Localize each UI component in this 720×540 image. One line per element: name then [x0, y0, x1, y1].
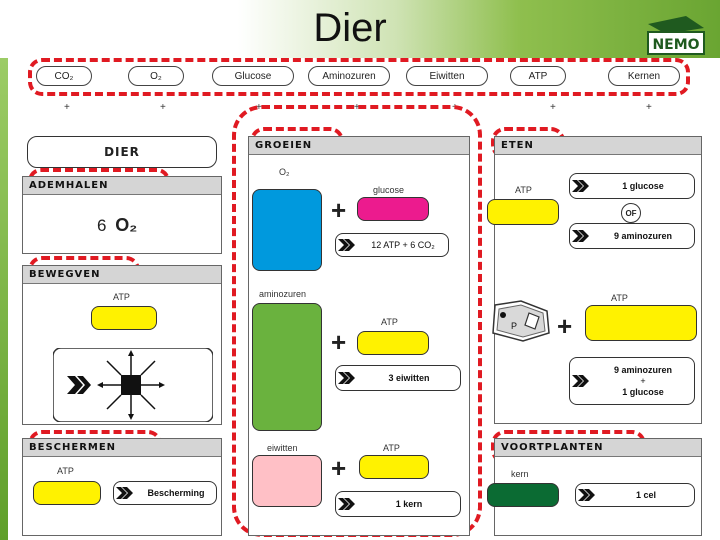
- voortplanten-kern-box: [487, 483, 559, 507]
- dier-box: DIER: [27, 136, 217, 168]
- arrow-icon: [570, 358, 592, 404]
- voortplanten-kern-label: kern: [511, 469, 529, 479]
- legend-pill: ATP: [510, 66, 566, 86]
- plus-icon: +: [331, 195, 347, 225]
- eten-combo-result: 9 aminozuren + 1 glucose: [569, 357, 695, 405]
- legend-highlight: [28, 58, 690, 96]
- groeien-glucose-box: [357, 197, 429, 221]
- groeien-eiwitten-label: eiwitten: [267, 443, 298, 453]
- ademhalen-molecule: O₂: [115, 215, 138, 235]
- groeien-result2: 3 eiwitten: [335, 365, 461, 391]
- groeien-atp-box2: [359, 455, 429, 479]
- groeien-result1-text: 12 ATP + 6 CO₂: [371, 239, 435, 250]
- page-title: Dier: [313, 6, 387, 50]
- eten-atp-label2: ATP: [611, 293, 628, 303]
- legend-pill: Glucose: [212, 66, 294, 86]
- plus-icon: +: [557, 311, 573, 341]
- eten-header: ETEN: [495, 137, 701, 155]
- voortplanten-result: 1 cel: [575, 483, 695, 507]
- groeien-result3: 1 kern: [335, 491, 461, 517]
- groeien-o2-label: O₂: [279, 167, 290, 177]
- eten-atp-box: [487, 199, 559, 225]
- of-badge: OF: [621, 203, 641, 223]
- bewegen-header: BEWEGVEN: [23, 266, 221, 284]
- beschermen-atp-label: ATP: [57, 466, 74, 476]
- groeien-glucose-label: glucose: [373, 185, 405, 195]
- legend-pill: Aminozuren: [308, 66, 390, 86]
- beschermen-panel: BESCHERMEN ATP Bescherming: [22, 438, 222, 536]
- voortplanten-result-text: 1 cel: [635, 489, 657, 500]
- groeien-o2-box: [252, 189, 322, 271]
- cell-icon: P: [485, 297, 555, 350]
- legend-pill: Kernen: [608, 66, 680, 86]
- dier-label: DIER: [104, 145, 140, 159]
- combo-line1: 9 aminozuren: [613, 364, 672, 375]
- eten-atp-label: ATP: [515, 185, 532, 195]
- legend-pill: O₂: [128, 66, 184, 86]
- arrow-icon: [570, 224, 592, 248]
- ademhalen-header: ADEMHALEN: [23, 177, 221, 195]
- combo-plus: +: [640, 375, 646, 386]
- groeien-aminozuren-box: [252, 303, 322, 431]
- combo-line2: 1 glucose: [622, 386, 664, 397]
- left-accent-stripe: [0, 58, 8, 540]
- groeien-atp-label: ATP: [381, 317, 398, 327]
- groeien-eiwitten-box: [252, 455, 322, 507]
- legend-pill: CO₂: [36, 66, 92, 86]
- logo-text: NEMO: [652, 37, 699, 53]
- plus-marker: +: [64, 102, 70, 113]
- plus-marker: +: [646, 102, 652, 113]
- groeien-aminozuren-label: aminozuren: [259, 289, 307, 299]
- plus-marker: +: [550, 102, 556, 113]
- eten-atp-box2: [585, 305, 697, 341]
- ademhalen-amount: 6: [97, 216, 107, 235]
- movement-icon: [53, 348, 213, 422]
- beschermen-header: BESCHERMEN: [23, 439, 221, 457]
- nemo-logo: NEMO: [647, 16, 705, 55]
- plus-icon: +: [331, 453, 347, 483]
- voortplanten-panel: VOORTPLANTEN kern 1 cel: [487, 438, 702, 536]
- legend-pill: Eiwitten: [406, 66, 488, 86]
- eten-combo-text: 9 aminozuren + 1 glucose: [592, 365, 694, 398]
- groeien-atp-label2: ATP: [383, 443, 400, 453]
- groeien-result3-text: 1 kern: [395, 498, 423, 509]
- arrow-icon: [576, 484, 598, 506]
- ademhalen-o2-count: 6 O₂: [97, 215, 137, 236]
- arrow-icon: [336, 366, 358, 390]
- arrow-icon: [336, 234, 358, 256]
- eten-panel: ETEN ATP 1 glucose OF 9 aminozuren ATP P…: [487, 136, 702, 424]
- groeien-result1: 12 ATP + 6 CO₂: [335, 233, 449, 257]
- eten-glucose-text: 1 glucose: [622, 180, 664, 191]
- bewegen-panel: BEWEGVEN ATP: [22, 265, 222, 425]
- header-band: [0, 0, 720, 58]
- arrow-icon: [336, 492, 358, 516]
- groeien-header: GROEIEN: [249, 137, 469, 155]
- bescherming-text: Bescherming: [147, 487, 205, 498]
- beschermen-atp-box: [33, 481, 101, 505]
- voortplanten-header: VOORTPLANTEN: [495, 439, 701, 457]
- eten-glucose-result: 1 glucose: [569, 173, 695, 199]
- bewegen-atp-box: [91, 306, 157, 330]
- eten-amino-text: 9 aminozuren: [613, 230, 672, 241]
- cell-letter: P: [511, 321, 517, 331]
- ademhalen-panel: ADEMHALEN 6 O₂: [22, 176, 222, 254]
- arrow-icon: [114, 482, 136, 504]
- arrow-icon: [570, 174, 592, 198]
- groeien-panel: GROEIEN O₂ glucose + 12 ATP + 6 CO₂ amin…: [248, 136, 470, 536]
- eten-amino-result: 9 aminozuren: [569, 223, 695, 249]
- bescherming-result: Bescherming: [113, 481, 217, 505]
- groeien-result2-text: 3 eiwitten: [388, 372, 430, 383]
- plus-marker: +: [160, 102, 166, 113]
- groeien-atp-box: [357, 331, 429, 355]
- bewegen-atp-label: ATP: [113, 292, 130, 302]
- plus-icon: +: [331, 327, 347, 357]
